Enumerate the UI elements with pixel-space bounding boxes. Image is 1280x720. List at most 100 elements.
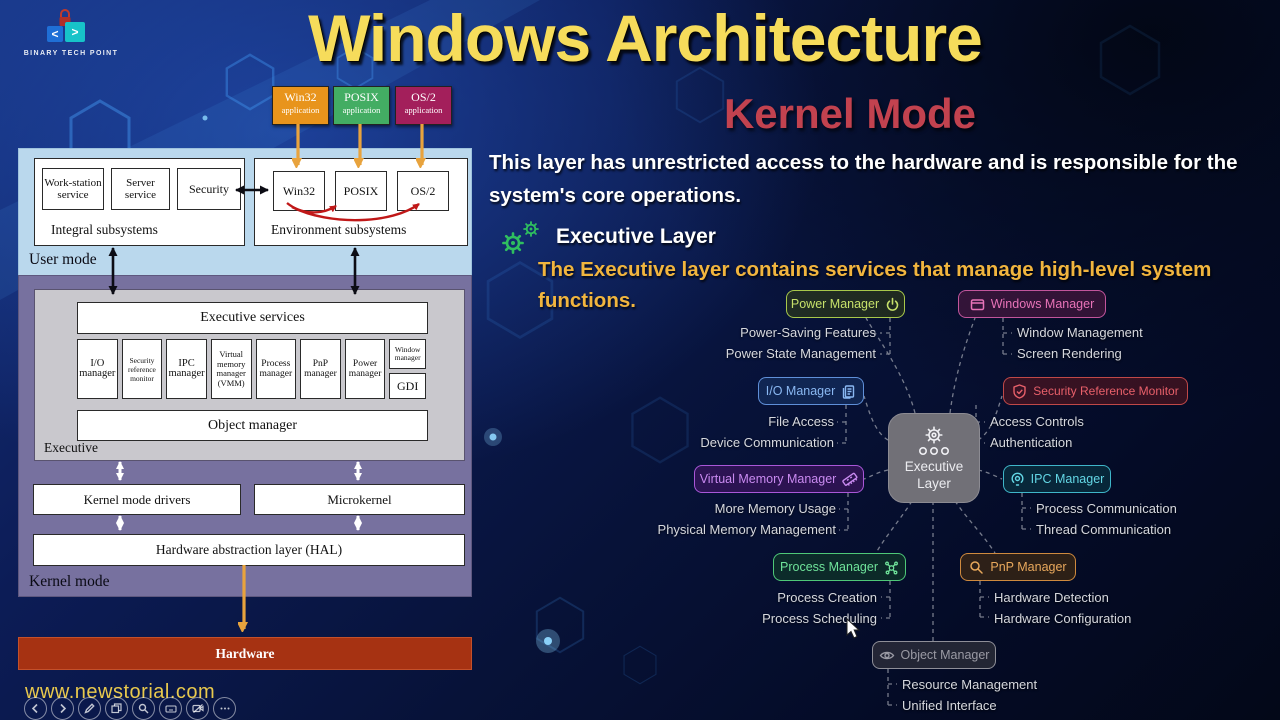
mouse-cursor [846,618,861,639]
ipc-manager-node: IPC Manager [1003,465,1111,493]
magnifier-icon [970,560,984,574]
virtual-memory-manager-node: Virtual Memory Manager [694,465,864,493]
app-type: application [404,105,443,115]
chevron-right-icon [60,703,67,714]
object-manager-node: Object Manager [872,641,996,669]
kernel-mode-description: This layer has unrestricted access to th… [489,151,1238,207]
executive-box: Executive services I/O manager Security … [34,289,465,461]
integral-subsystems-box: Work-station service Server service Secu… [34,158,245,246]
workstation-service-box: Work-station service [42,168,104,210]
mindmap-subitem: Authentication [990,435,1073,450]
power-icon [886,297,899,311]
kernel-mode-drivers-box: Kernel mode drivers [33,484,241,515]
mindmap-subitem: Access Controls [990,414,1084,429]
process-manager-box: Process manager [255,339,297,399]
mindmap-subitem: Process Communication [1036,501,1177,516]
app-name: Win32 [284,90,317,104]
mindmap-subitem: Thread Communication [1036,522,1172,537]
more-options-button[interactable] [213,697,236,720]
io-manager-box: I/O manager [77,339,118,399]
mindmap-subitem: Window Management [1017,325,1143,340]
win32-box: Win32 [273,171,325,211]
eye-icon [879,651,894,659]
posix-box: POSIX [335,171,387,211]
windows-manager-node: Windows Manager [958,290,1106,318]
node-label: Windows Manager [990,297,1095,311]
security-reference-monitor-box: Security reference monitor [121,339,163,399]
camera-off-button[interactable] [186,697,209,720]
os2-box: OS/2 [397,171,449,211]
keyboard-icon [164,705,177,713]
os2-application-box: OS/2 application [395,86,452,125]
kernel-mode-region: Executive services I/O manager Security … [18,275,472,597]
powershell-icon: > [65,22,85,42]
slides-icon [111,703,122,714]
power-manager-node: Power Manager [786,290,905,318]
security-reference-monitor-node: Security Reference Monitor [1003,377,1188,405]
page-title: Windows Architecture [308,1,983,75]
node-label: I/O Manager [765,384,836,398]
mindmap-subitem: Hardware Configuration [994,611,1132,626]
node-label: PnP Manager [990,560,1067,574]
next-slide-button[interactable] [51,697,74,720]
executive-layer-center-node: Executive Layer [888,413,980,503]
node-label: Virtual Memory Manager [699,472,837,486]
vmm-box: Virtual memory manager (VMM) [210,339,252,399]
object-manager-bar: Object manager [77,410,428,441]
shield-check-icon [1013,383,1026,399]
all-slides-button[interactable] [105,697,128,720]
executive-layer-heading: Executive Layer [556,225,716,248]
integral-items: Work-station service Server service Secu… [42,168,241,210]
node-label: Security Reference Monitor [1033,384,1179,398]
executive-services-bar: Executive services [77,302,428,334]
user-mode-region: Work-station service Server service Secu… [18,148,472,277]
integral-subsystems-label: Integral subsystems [51,222,158,237]
process-manager-node: Process Manager [773,553,906,581]
channel-logo: < > BINARY TECH POINT [16,8,126,57]
chevron-left-icon [31,703,38,714]
molecule-icon [885,561,898,574]
magnifier-icon [138,703,149,714]
mindmap-subitem: Power State Management [725,346,876,361]
mindmap-subitem: More Memory Usage [714,501,836,516]
environment-subsystems-label: Environment subsystems [271,222,407,237]
environment-subsystems-box: Win32 POSIX OS/2 Environment subsystems [254,158,468,246]
pnp-manager-node: PnP Manager [960,553,1076,581]
node-label: Power Manager [790,297,880,311]
environment-items: Win32 POSIX OS/2 [273,171,449,211]
kernel-mode-heading: Kernel Mode [723,90,977,137]
logo-title: BINARY TECH POINT [23,50,119,57]
manager-row: I/O manager Security reference monitor I… [77,339,426,399]
keyboard-button[interactable] [159,697,182,720]
window-manager-box: Window manager [389,339,426,369]
io-manager-node: I/O Manager [758,377,864,405]
mindmap-subitem: Device Communication [700,435,834,450]
mindmap-subitem: Screen Rendering [1017,346,1122,361]
window-gdi-column: Window manager GDI [389,339,426,399]
mindmap-subitem: Power-Saving Features [740,325,876,340]
document-icon [843,384,855,399]
camera-off-icon [191,704,204,713]
mindmap-subitem: Resource Management [902,677,1038,692]
win32-application-box: Win32 application [272,86,329,125]
mindmap-subitem: Unified Interface [902,698,997,713]
logo-icons: < > [16,8,126,50]
pen-button[interactable] [78,697,101,720]
previous-slide-button[interactable] [24,697,47,720]
mindmap-subitem: Hardware Detection [994,590,1109,605]
app-type: application [281,105,320,115]
mindmap-subitem: Process Creation [777,590,877,605]
gears-icon [919,426,949,455]
ellipsis-icon [220,707,229,710]
broadcast-icon [1011,472,1024,486]
app-name: OS/2 [411,90,436,104]
power-manager-box: Power manager [344,339,386,399]
executive-label: Executive [44,440,98,455]
code-icon: < [47,26,63,42]
window-icon [970,298,984,310]
ipc-manager-box: IPC manager [166,339,207,399]
pnp-manager-box: PnP manager [300,339,341,399]
zoom-button[interactable] [132,697,155,720]
security-box: Security [177,168,241,210]
